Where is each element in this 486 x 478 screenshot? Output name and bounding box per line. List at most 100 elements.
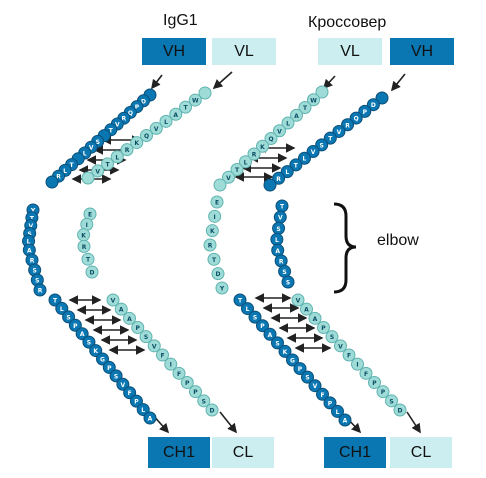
right-cl-c-arrow	[406, 411, 421, 434]
svg-text:A: A	[80, 331, 85, 338]
left-vl-elbow-residue: K	[77, 228, 91, 242]
right-vl-residue: T	[230, 163, 244, 176]
svg-text:D: D	[141, 98, 146, 105]
svg-text:S: S	[33, 268, 37, 275]
right-cl-residue: I	[351, 357, 364, 371]
svg-text:V: V	[95, 168, 100, 175]
svg-text:L: L	[246, 306, 250, 313]
svg-text:S: S	[286, 280, 290, 287]
right-panel-title: Кроссовер	[308, 14, 387, 31]
svg-text:V: V	[154, 126, 159, 133]
svg-text:F: F	[320, 392, 324, 399]
svg-text:Y: Y	[219, 286, 225, 293]
left-ch1-residue: K	[89, 344, 103, 358]
svg-text:V: V	[277, 128, 282, 135]
svg-text:A: A	[343, 418, 348, 425]
svg-text:V: V	[337, 129, 342, 136]
right-ch1-residue: L	[241, 302, 254, 316]
svg-text:R: R	[279, 258, 284, 265]
svg-text:V: V	[278, 215, 283, 222]
right-vh-elbow-residue: L	[270, 232, 284, 246]
svg-text:P: P	[372, 380, 377, 387]
svg-text:P: P	[381, 389, 386, 396]
right-cl-residue: P	[368, 376, 381, 389]
left-cl-residue: S	[197, 394, 211, 408]
svg-text:D: D	[210, 408, 215, 415]
svg-text:Q: Q	[128, 110, 133, 117]
left-cl-residue: V	[106, 293, 120, 307]
left-ch1-residue: P	[68, 318, 82, 332]
left-ch1-residue: L	[136, 403, 150, 417]
svg-text:S: S	[202, 398, 206, 405]
svg-text:A: A	[27, 248, 32, 255]
right-vh-residue: R	[341, 118, 355, 132]
right-ch1-residue: S	[248, 310, 262, 324]
right-vh-residue: P	[358, 104, 372, 118]
left-vl-elbow-residue: R	[77, 239, 91, 253]
right-ch1-residue: K	[278, 344, 292, 358]
left-ch1-residue: S	[109, 369, 123, 383]
svg-text:T: T	[70, 162, 75, 169]
svg-text:G: G	[100, 357, 105, 364]
svg-text:T: T	[109, 127, 114, 134]
svg-text:L: L	[83, 151, 87, 158]
svg-text:P: P	[134, 399, 139, 406]
left-vl-residue	[81, 171, 95, 185]
svg-text:A: A	[119, 307, 124, 314]
left-vl-residue: K	[130, 136, 144, 150]
svg-text:V: V	[296, 298, 301, 305]
left-ch1-residue: T	[48, 293, 62, 307]
svg-text:D: D	[398, 408, 403, 415]
left-cl-residue: F	[172, 366, 186, 380]
right-cl-residue: D	[393, 403, 407, 417]
svg-text:T: T	[294, 162, 299, 169]
left-ch1-residue: A	[143, 411, 157, 425]
left-vh-n-arrow	[151, 74, 163, 90]
svg-text:P: P	[363, 109, 368, 116]
svg-text:W: W	[192, 98, 199, 105]
svg-text:Q: Q	[268, 136, 273, 143]
svg-text:S: S	[305, 375, 309, 382]
svg-text:Y: Y	[30, 208, 36, 215]
svg-text:S: S	[275, 340, 279, 347]
svg-text:A: A	[148, 416, 153, 423]
right-vh-residue: R	[272, 171, 286, 185]
svg-text:F: F	[128, 390, 132, 397]
svg-text:A: A	[127, 316, 132, 323]
svg-text:A: A	[275, 248, 280, 255]
svg-text:T: T	[238, 298, 243, 305]
left-cl-label: CL	[212, 437, 274, 468]
svg-text:P: P	[135, 104, 140, 111]
svg-text:R: R	[56, 174, 61, 181]
svg-text:V: V	[115, 122, 120, 129]
svg-text:R: R	[208, 243, 213, 250]
elbow-bracket	[333, 202, 357, 294]
right-vh-residue: L	[297, 151, 311, 165]
right-vh-elbow-residue: S	[281, 275, 295, 289]
left-cl-residue: P	[189, 385, 202, 399]
right-vl-residue: T	[298, 101, 312, 114]
svg-text:Q: Q	[354, 116, 359, 123]
left-vl-residue: A	[169, 107, 183, 121]
svg-text:L: L	[286, 121, 290, 128]
svg-text:P: P	[328, 400, 333, 407]
svg-text:L: L	[63, 168, 67, 175]
right-vh-residue	[375, 91, 389, 105]
svg-text:F: F	[160, 353, 164, 360]
right-cl-label: CL	[390, 437, 452, 468]
right-vh-residue: Q	[349, 111, 363, 125]
left-ch1-residue: P	[129, 394, 143, 408]
right-vh-elbow-residue: T	[275, 199, 289, 213]
right-cl-residue: V	[334, 339, 347, 353]
left-ch1-label: CH1	[148, 437, 210, 468]
right-ch1-residue: P	[293, 362, 307, 376]
svg-text:V: V	[152, 343, 157, 350]
svg-text:S: S	[96, 139, 100, 146]
left-vl-residue: L	[110, 150, 124, 164]
right-ch1-label: CH1	[324, 437, 386, 468]
svg-text:V: V	[338, 343, 343, 350]
right-vh-elbow-residue: S	[278, 264, 292, 278]
svg-text:T: T	[303, 105, 308, 112]
right-vl-residue: V	[222, 170, 235, 184]
